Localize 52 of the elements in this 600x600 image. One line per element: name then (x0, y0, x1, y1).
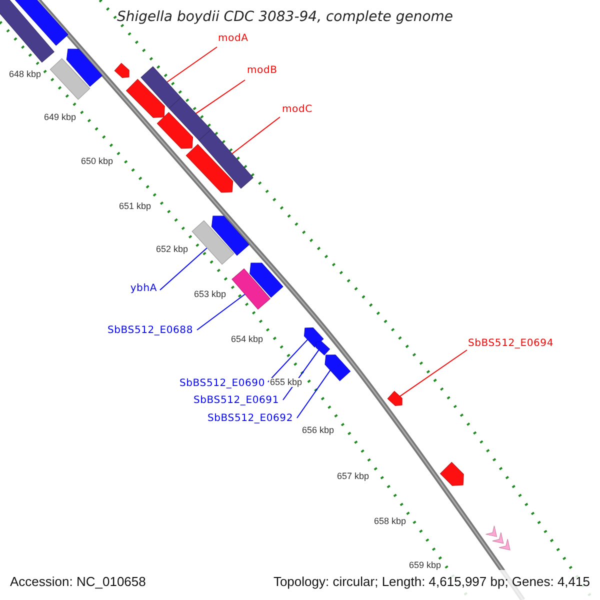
gene-feature (186, 144, 234, 193)
leader-line (160, 247, 208, 290)
tick-label: 652 kbp (154, 245, 190, 254)
leader-line (268, 339, 308, 382)
gene-label: SbBS512_E0691 (194, 396, 279, 406)
gene-label: SbBS512_E0694 (468, 339, 554, 349)
gene-label: modB (247, 66, 278, 76)
tick-label: 650 kbp (80, 157, 114, 166)
leader-line (399, 350, 468, 397)
tick-label: 657 kbp (336, 472, 370, 481)
gene-block (0, 0, 54, 63)
gene-feature (324, 354, 351, 382)
gene-feature (156, 112, 194, 149)
gene-block (198, 129, 254, 189)
tick-label: 653 kbp (192, 290, 228, 299)
gene-block (232, 268, 270, 310)
accession-text: Accession: NC_010658 (10, 575, 146, 588)
gene-label: SbBS512_E0690 (180, 379, 265, 389)
tick-label: 656 kbp (300, 426, 336, 435)
tick-label: 648 kbp (8, 70, 42, 79)
gene-block (168, 97, 212, 141)
tick-label: 658 kbp (372, 517, 408, 526)
gene-feature (387, 390, 402, 406)
gene-label: modA (218, 34, 248, 44)
tick-label: 655 kbp (268, 378, 304, 387)
leader-line (196, 294, 246, 330)
gene-label: ybhA (130, 284, 157, 294)
genome-info-text: Topology: circular; Length: 4,615,997 bp; Genes: 4,415 (273, 575, 590, 588)
tick-label: 649 kbp (42, 113, 78, 122)
gene-label: SbBS512_E0692 (208, 414, 293, 424)
gene-block (140, 66, 182, 109)
leader-line (296, 370, 331, 418)
title: Shigella boydii CDC 3083-94, complete genome (116, 10, 454, 24)
gene-feature (304, 328, 324, 348)
gene-feature (485, 525, 510, 550)
leader-line (195, 80, 246, 114)
gene-feature (114, 62, 130, 78)
gene-feature (316, 341, 330, 356)
tick-label: 651 kbp (118, 202, 152, 211)
leader-line (232, 116, 280, 154)
gene-label: modC (282, 105, 312, 115)
gene-label: SbBS512_E0688 (108, 326, 193, 336)
leader-line (166, 46, 218, 83)
gene-block (50, 58, 90, 100)
tick-label: 654 kbp (230, 335, 264, 344)
tick-label: 659 kbp (408, 561, 442, 570)
gene-feature (211, 216, 250, 256)
gene-feature (126, 78, 165, 118)
gene-block (192, 220, 234, 265)
gene-feature (250, 262, 284, 298)
gene-feature (440, 462, 464, 486)
gene-feature (66, 48, 102, 87)
